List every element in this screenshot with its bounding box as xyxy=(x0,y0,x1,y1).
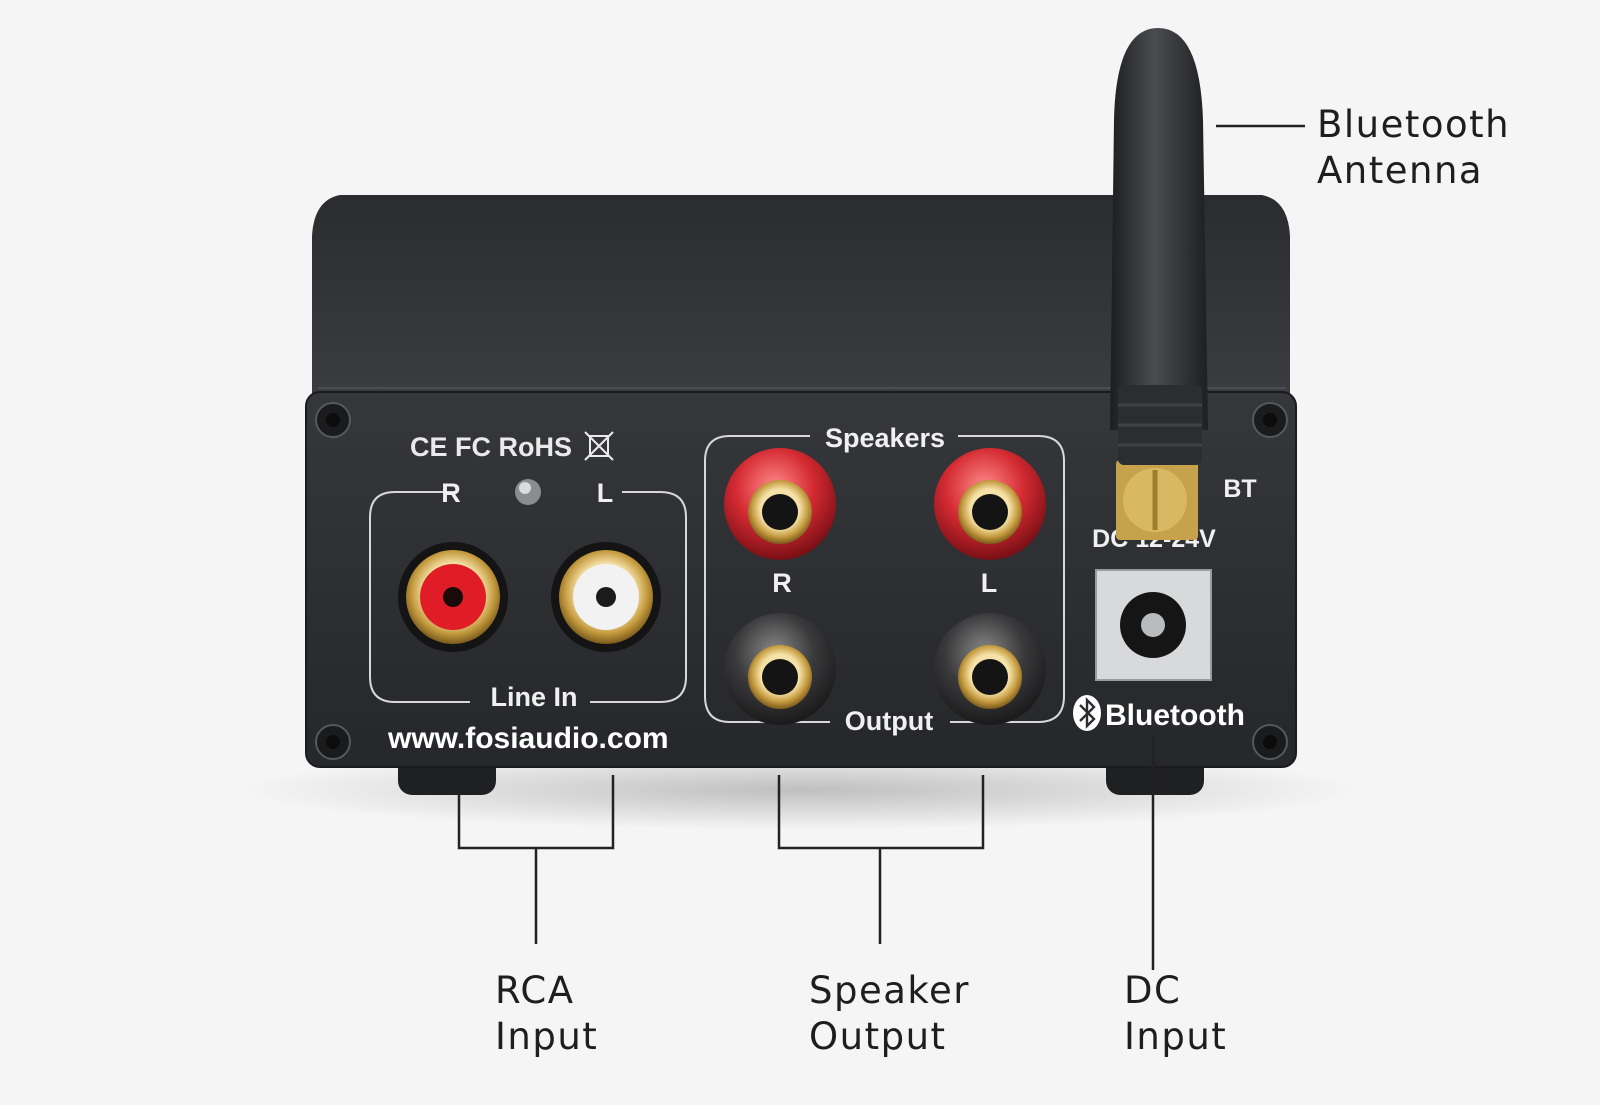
top-housing xyxy=(312,195,1290,395)
certification-marks: CE FC RoHS xyxy=(410,432,572,462)
speakers-frame xyxy=(704,435,1065,723)
binding-post-red-left[interactable] xyxy=(934,448,1046,560)
callout-dc-line2: Input xyxy=(1124,1015,1228,1058)
bt-label: BT xyxy=(1223,475,1256,503)
line-in-label: Line In xyxy=(491,682,578,712)
screw-icon xyxy=(315,724,351,760)
callout-speaker-output: Speaker Output xyxy=(809,968,970,1060)
rca-jack-right[interactable] xyxy=(398,542,508,652)
line-in-left-label: L xyxy=(597,478,614,508)
line-in-frame xyxy=(369,491,687,703)
led-indicator-icon xyxy=(515,479,541,505)
callout-antenna-line1: Bluetooth xyxy=(1317,103,1511,146)
callout-rca-line2: Input xyxy=(495,1015,599,1058)
callout-dc-line1: DC xyxy=(1124,969,1182,1012)
callout-dc-input: DC Input xyxy=(1124,968,1227,1060)
binding-post-black-right[interactable] xyxy=(724,613,836,725)
dc-jack[interactable] xyxy=(1095,569,1212,681)
floor-shadow xyxy=(240,750,1360,830)
line-in-right-label: R xyxy=(441,478,461,508)
bluetooth-antenna[interactable] xyxy=(1110,28,1208,540)
screw-icon xyxy=(1252,402,1288,438)
website-text: www.fosiaudio.com xyxy=(387,722,669,755)
callout-bluetooth-antenna: Bluetooth Antenna xyxy=(1317,102,1510,194)
speaker-left-label: L xyxy=(981,568,998,598)
callout-rca-line1: RCA xyxy=(495,969,575,1012)
screw-icon xyxy=(1252,724,1288,760)
binding-post-black-left[interactable] xyxy=(934,613,1046,725)
callout-antenna-line2: Antenna xyxy=(1317,149,1484,192)
bluetooth-icon xyxy=(1073,695,1101,731)
callout-speaker-line2: Output xyxy=(809,1015,947,1058)
output-label: Output xyxy=(845,706,933,736)
speaker-callout-line xyxy=(777,775,985,944)
screw-icon xyxy=(315,402,351,438)
rca-callout-line xyxy=(457,775,615,944)
speaker-right-label: R xyxy=(772,568,792,598)
binding-post-red-right[interactable] xyxy=(724,448,836,560)
speakers-label: Speakers xyxy=(825,423,945,453)
callout-rca-input: RCA Input xyxy=(495,968,598,1060)
bluetooth-label: Bluetooth xyxy=(1105,699,1245,732)
rear-panel xyxy=(305,391,1297,768)
weee-bin-icon xyxy=(584,431,614,461)
rca-jack-left[interactable] xyxy=(551,542,661,652)
callout-speaker-line1: Speaker xyxy=(809,969,970,1012)
